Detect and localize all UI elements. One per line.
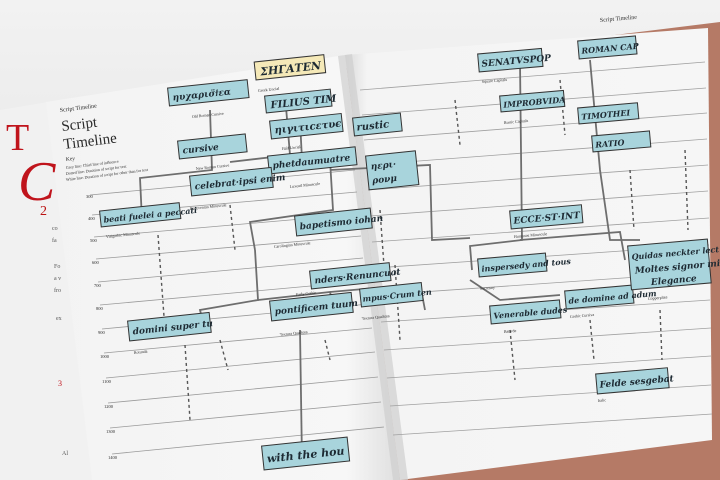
caption-textura: Textura Quadrata (280, 329, 308, 337)
previous-page-text: co fa Fo a v fro ex 3 Al (52, 226, 68, 457)
year-label: 1100 (102, 379, 112, 384)
year-label: 800 (96, 306, 104, 311)
caption-early-gothic: Early Gothic (296, 290, 317, 297)
sample-box (577, 35, 638, 60)
sample-box (359, 281, 424, 308)
sample-box (509, 204, 584, 230)
sample-box (261, 436, 351, 471)
caption-square: Square Capitals (482, 77, 508, 84)
script-samples: ΣΗΓΑΤΕΝ ηυχαρισ̈ϯεα FILIUS TIM ηιγιτιcετ… (99, 35, 720, 471)
previous-page (0, 100, 95, 480)
sample-box (267, 146, 358, 175)
year-label: 1200 (104, 404, 114, 409)
key-heading: Key (66, 156, 76, 163)
sample-box (499, 89, 566, 113)
red-initial-t: T (6, 117, 29, 159)
year-label: 700 (94, 283, 102, 288)
caption-secretary: Secretary (480, 285, 495, 291)
caption-copperplate: Copperplate (648, 294, 668, 301)
sample-copperplate-3: Elegance (650, 274, 698, 288)
year-label: 300 (86, 194, 94, 199)
year-labels: 300 400 500 600 700 800 900 1000 1100 12… (86, 194, 118, 460)
sample-box (99, 202, 182, 228)
sample-box (269, 112, 344, 140)
sample-rustic: rustic (356, 119, 390, 133)
sample-box (477, 252, 548, 278)
caption-rotunda: Rotunda (134, 349, 148, 355)
sample-box (269, 291, 354, 322)
sample-box (294, 207, 373, 237)
sample-box (489, 299, 562, 325)
key-item-1: Grey line: Chief line of influence (66, 159, 120, 170)
sample-box (167, 79, 250, 107)
svg-text:fro: fro (54, 287, 61, 294)
duration-lines (157, 79, 689, 421)
caption-luxeuil: Luxeuil Minuscule (290, 181, 321, 189)
sample-box (189, 166, 274, 197)
caption-old-roman: Old Roman Cursive (192, 111, 225, 119)
caption-visigothic: Visigothic Minuscule (106, 230, 141, 239)
year-label: 400 (88, 216, 96, 221)
svg-text:Fo: Fo (54, 264, 60, 270)
caption-batarde: Batarde (504, 328, 517, 334)
caption-italic: Italic (598, 397, 607, 403)
year-label: 500 (90, 238, 98, 243)
sample-new-roman: cursive (182, 143, 219, 157)
year-label: 600 (92, 260, 100, 265)
title-line1: Script (61, 115, 99, 135)
year-label: 900 (98, 330, 106, 335)
svg-text:a v: a v (54, 276, 61, 282)
svg-text:co: co (52, 226, 58, 232)
svg-text:ex: ex (56, 316, 62, 322)
sample-box (264, 88, 333, 114)
sample-box (564, 284, 635, 310)
header-left: Script Timeline (60, 103, 98, 114)
sample-rustic-2: RATIO (594, 137, 625, 150)
sample-box (595, 367, 670, 395)
script-captions: Greek Uncial Old Roman Cursive New Roman… (106, 77, 668, 403)
sample-box (127, 311, 212, 342)
sample-box (577, 102, 640, 125)
sample-box (352, 112, 403, 137)
caption-rustic: Rustic Capitals (504, 118, 529, 125)
caption-greek-uncial: Greek Uncial (258, 86, 281, 93)
sample-box (309, 262, 392, 290)
year-label: 1300 (106, 429, 116, 434)
year-label: 1000 (100, 354, 110, 359)
caption-beneventan: Beneventan Minuscule (190, 202, 227, 211)
red-initial-c: C (18, 151, 56, 213)
header-right: Script Timeline (600, 15, 638, 24)
caption-new-roman: New Roman Cursive (196, 162, 230, 171)
sample-box (591, 130, 652, 153)
year-label: 1400 (108, 455, 118, 460)
sample-box (365, 150, 420, 191)
svg-text:Al: Al (62, 451, 68, 457)
sample-box (477, 47, 544, 73)
sample-box (627, 238, 712, 291)
sample-box (177, 133, 248, 160)
caption-half-uncial: Half Uncial (282, 144, 302, 151)
caption-gothic-cursiva: Gothic Cursiva (570, 312, 595, 319)
sample-luxeuil: ηερι· (370, 160, 396, 173)
svg-text:fa: fa (52, 237, 57, 244)
red-initial-small: 2 (40, 204, 47, 219)
caption-humanist: Humanist Minuscule (514, 231, 548, 239)
sample-box (253, 54, 327, 81)
sample-luxeuil-2: ρονμ (371, 174, 398, 187)
title-line2: Timeline (63, 131, 119, 153)
caption-carolingian: Carolingian Minuscule (274, 240, 311, 249)
sample-square: ΤΙΜΟΤΗΕΙ (581, 107, 631, 121)
caption-textura2: Textura Quadrata (362, 313, 390, 321)
svg-text:3: 3 (58, 379, 62, 388)
